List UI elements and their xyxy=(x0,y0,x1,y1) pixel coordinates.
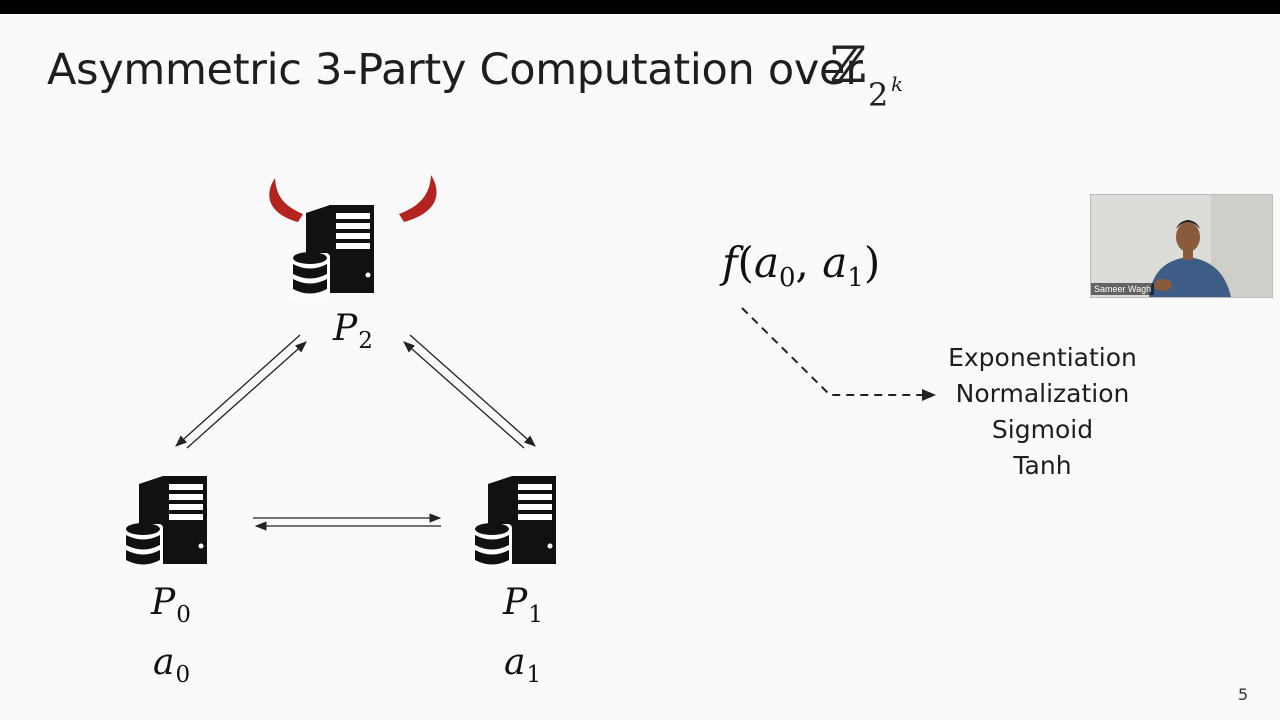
slide: Asymmetric 3-Party Computation over ℤ 2 … xyxy=(0,14,1280,720)
arrow-p2-to-p1 xyxy=(409,334,536,447)
function-example: Sigmoid xyxy=(991,415,1094,444)
arrow-p2-to-p0 xyxy=(175,334,301,447)
party-input-a1: a1 xyxy=(504,642,541,688)
function-examples-list: Exponentiation Normalization Sigmoid Tan… xyxy=(930,340,1155,484)
webcam-video[interactable]: Sameer Wagh xyxy=(1090,194,1273,298)
input-subscript: 0 xyxy=(175,662,191,688)
server-p0-icon xyxy=(123,476,207,568)
party-subscript: 0 xyxy=(176,602,191,628)
party-label-p2: P2 xyxy=(333,308,373,354)
arg-letter: a xyxy=(753,238,779,287)
party-label-p1: P1 xyxy=(503,582,543,628)
party-letter: P xyxy=(151,582,176,623)
party-diagram xyxy=(123,175,936,568)
party-subscript: 2 xyxy=(358,328,373,354)
title-math-ring: ℤ 2 k xyxy=(830,36,903,114)
function-example: Normalization xyxy=(955,379,1130,408)
server-p1-icon xyxy=(472,476,556,568)
party-letter: P xyxy=(503,582,528,623)
arrow-p0-to-p2 xyxy=(186,341,307,449)
arg-subscript: 0 xyxy=(778,263,796,293)
function-example: Exponentiation xyxy=(948,343,1137,372)
party-letter: P xyxy=(333,308,358,349)
ring-superscript: k xyxy=(891,72,904,96)
arrow-p1-to-p2 xyxy=(403,341,525,449)
ring-subscript: 2 xyxy=(868,76,889,114)
ring-symbol: ℤ xyxy=(830,36,867,94)
server-p2-icon xyxy=(290,205,374,297)
function-example: Tanh xyxy=(1013,451,1072,480)
page-number: 5 xyxy=(1238,685,1249,704)
function-name: f xyxy=(722,238,738,287)
adversary-horns-icon xyxy=(269,175,437,222)
input-letter: a xyxy=(153,642,175,683)
input-letter: a xyxy=(504,642,526,683)
arg-subscript: 1 xyxy=(847,263,864,293)
input-subscript: 1 xyxy=(526,662,542,688)
arg-letter: a xyxy=(822,238,848,287)
party-input-a0: a0 xyxy=(153,642,190,688)
slide-title: Asymmetric 3-Party Computation over xyxy=(47,45,863,95)
participant-name: Sameer Wagh xyxy=(1091,283,1155,295)
function-expression: f(a0, a1) xyxy=(722,238,881,293)
party-label-p0: P0 xyxy=(151,582,191,628)
function-connector xyxy=(741,307,928,396)
connector-arrowhead xyxy=(922,389,936,401)
presenter-video-icon xyxy=(1091,195,1272,297)
party-subscript: 1 xyxy=(528,602,543,628)
